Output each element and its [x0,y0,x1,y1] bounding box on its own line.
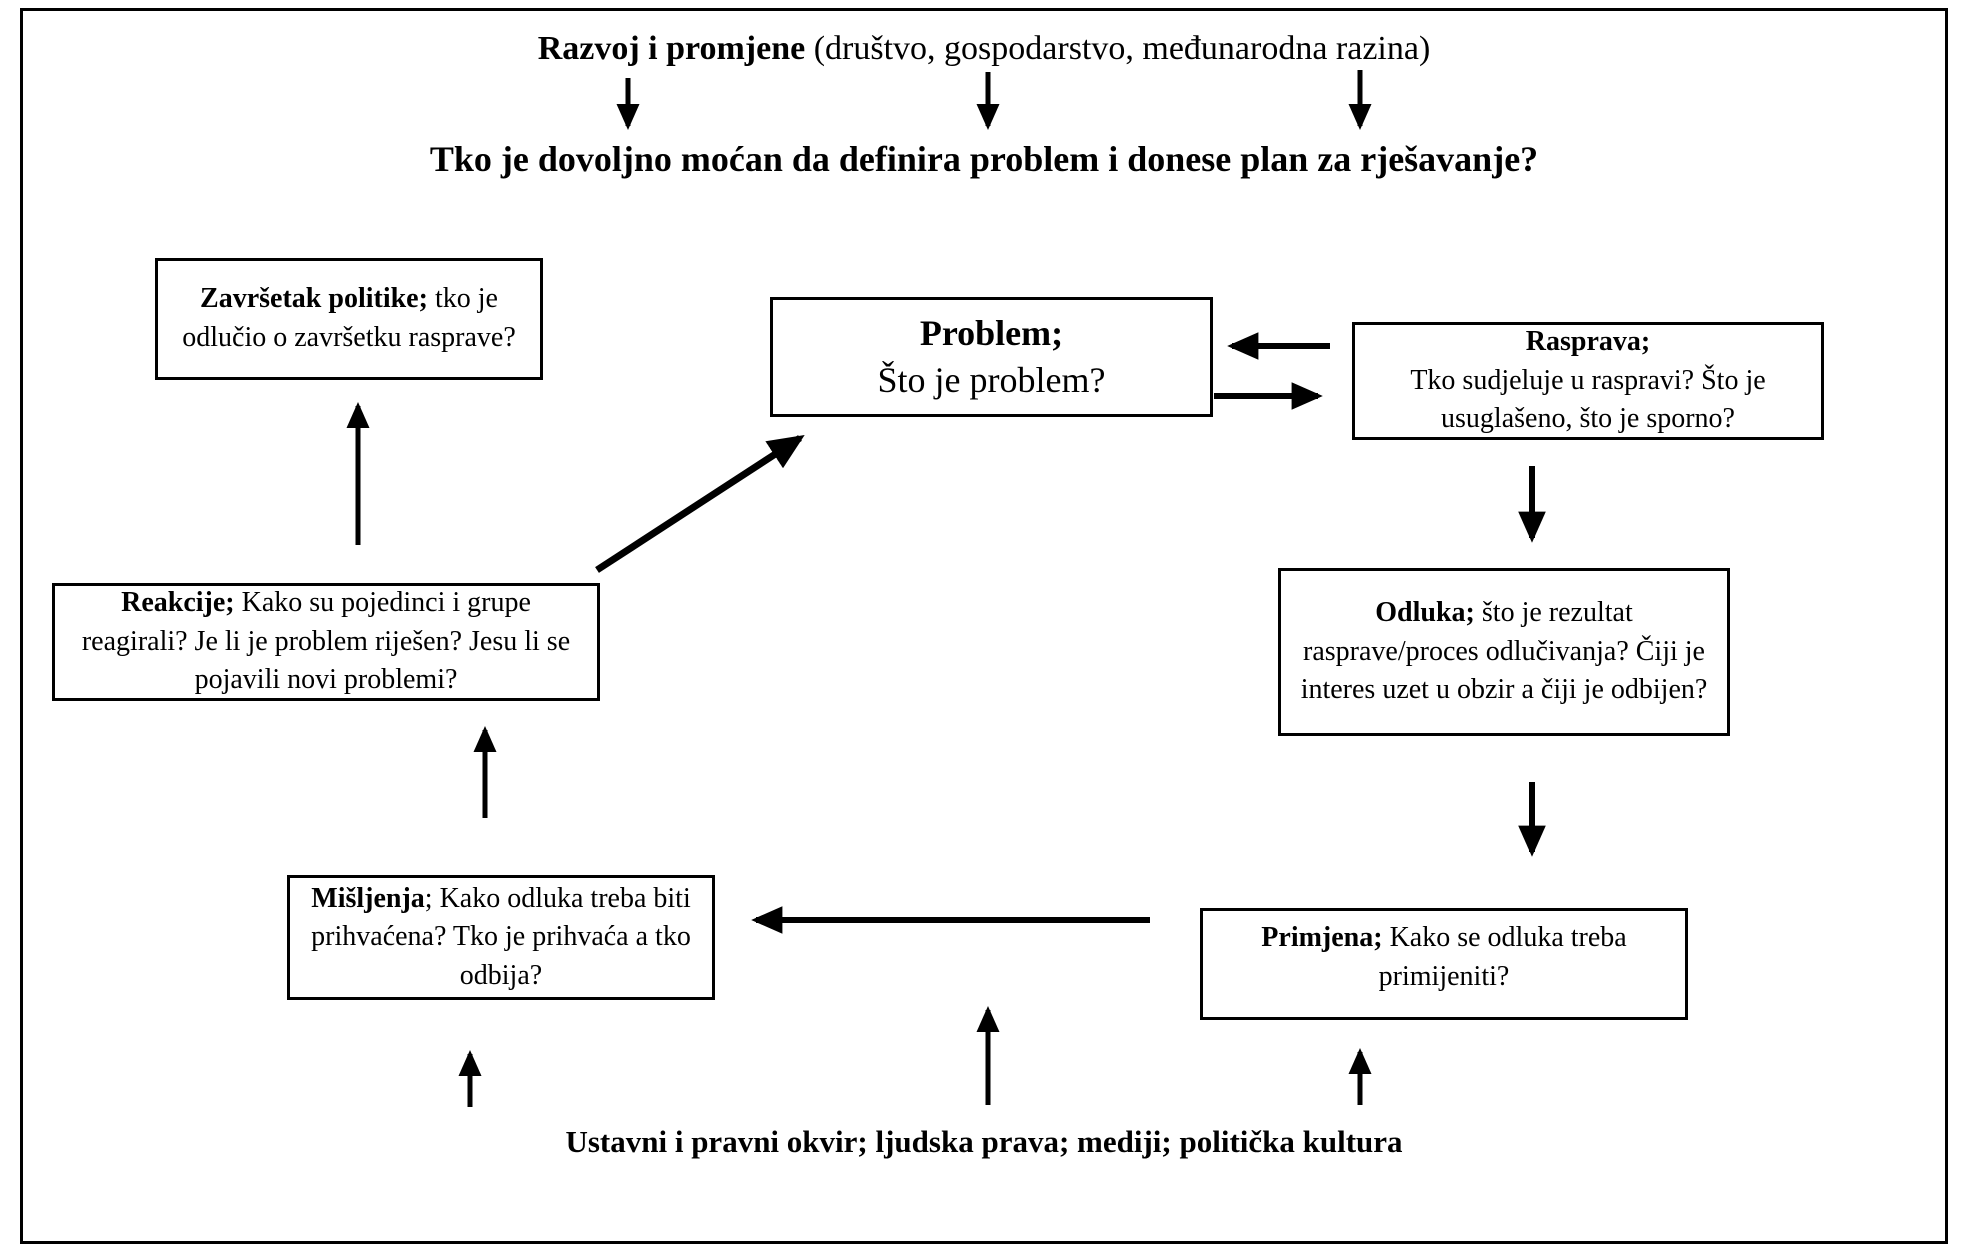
box-zavrsetak-politike: Završetak politike; tko je odlučio o zav… [155,258,543,380]
diagram-question: Tko je dovoljno moćan da definira proble… [429,139,1539,179]
box-primjena-rest: Kako se odluka treba primijeniti? [1378,922,1627,992]
outer-border [20,8,1948,1244]
box-primjena-head: Primjena; [1261,922,1383,953]
box-odluka-head: Odluka; [1375,597,1475,629]
diagram-title: Razvoj i promjene (društvo, gospodarstvo… [0,30,1968,68]
box-reakcije-text: Reakcije; Kako su pojedinci i grupe reag… [71,584,581,700]
box-reakcije: Reakcije; Kako su pojedinci i grupe reag… [52,583,600,701]
framework-footer-text: Ustavni i pravni okvir; ljudska prava; m… [565,1124,1403,1159]
box-rasprava-text: Rasprava; Tko sudjeluje u raspravi? Što j… [1388,323,1788,439]
box-odluka: Odluka; što je rezultat rasprave/proces … [1278,568,1730,736]
box-problem: Problem; Što je problem? [770,297,1213,417]
box-rasprava-rest: Tko sudjeluje u raspravi? Što je usuglaš… [1410,364,1766,435]
box-problem-text: Problem; Što je problem? [773,310,1210,404]
box-zavrsetak-head: Završetak politike; [200,283,428,315]
box-rasprava: Rasprava; Tko sudjeluje u raspravi? Što j… [1352,322,1824,440]
box-reakcije-rest: Kako su pojedinci i grupe reagirali? Je … [81,587,571,696]
box-primjena: Primjena; Kako se odluka treba primijeni… [1200,908,1688,1020]
box-reakcije-head: Reakcije; [121,587,235,619]
box-odluka-text: Odluka; što je rezultat rasprave/proces … [1299,594,1709,710]
box-zavrsetak-text: Završetak politike; tko je odlučio o zav… [175,280,523,357]
box-misljenja-head: Mišljenja [311,882,425,914]
box-primjena-text: Primjena; Kako se odluka treba primijeni… [1253,919,1635,996]
box-zavrsetak-rest: tko je odlučio o završetku rasprave? [182,283,516,353]
box-misljenja-rest: ; Kako odluka treba biti prihvaćena? Tko… [311,882,691,991]
box-problem-rest: Što je problem? [877,360,1106,400]
box-misljenja-text: Mišljenja; Kako odluka treba biti prihva… [309,880,693,996]
diagram-title-bold: Razvoj i promjene [537,30,814,67]
box-odluka-rest: što je rezultat rasprave/proces odlučiva… [1300,597,1708,706]
diagram-title-rest: (društvo, gospodarstvo, međunarodna razi… [813,30,1431,67]
box-misljenja: Mišljenja; Kako odluka treba biti prihva… [287,875,715,1000]
box-problem-head: Problem; [919,313,1064,354]
box-rasprava-head: Rasprava; [1525,326,1651,358]
